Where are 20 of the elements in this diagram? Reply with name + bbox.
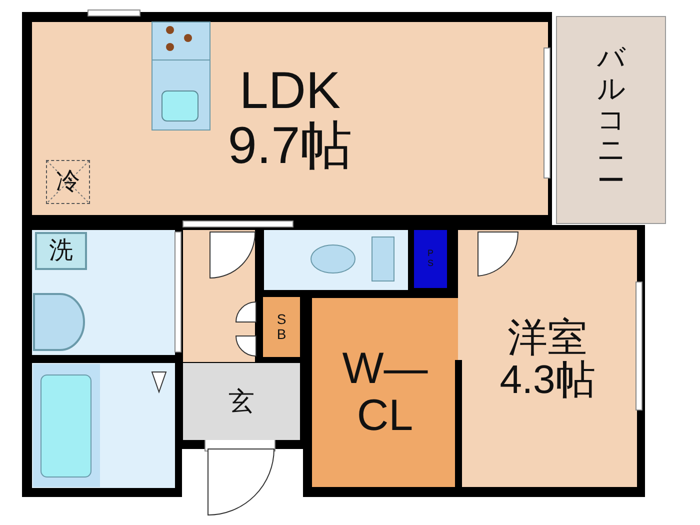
- entrance: [183, 363, 300, 440]
- bedroom: [458, 230, 637, 487]
- balcony: [556, 16, 666, 224]
- room-label: 洗: [49, 238, 73, 264]
- room-label: 4.3帖: [500, 358, 596, 400]
- storage: [263, 297, 300, 357]
- living-room: [32, 22, 548, 215]
- room-label: 冷: [56, 169, 80, 195]
- pipe-space: [414, 230, 447, 288]
- room-label: 洋室: [508, 316, 588, 358]
- walk-in-closet: [312, 298, 458, 487]
- washing-machine-space: [35, 232, 87, 270]
- room-label: CL: [356, 392, 414, 439]
- room-label: 玄: [228, 388, 254, 416]
- room-label: LDK: [239, 64, 341, 118]
- room-label: W—: [342, 346, 428, 392]
- room-label: PS: [426, 249, 434, 269]
- room-label: SB: [276, 312, 288, 342]
- room-label: 9.7帖: [228, 118, 352, 174]
- room-label: バルコニー: [597, 43, 625, 197]
